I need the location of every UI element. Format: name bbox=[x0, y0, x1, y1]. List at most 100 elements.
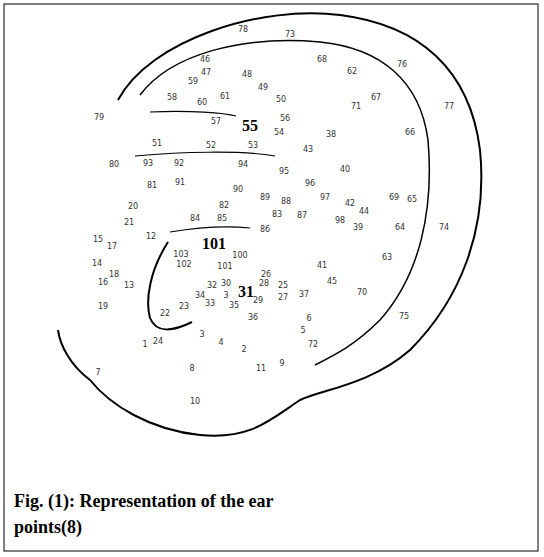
point-number: 61 bbox=[220, 93, 230, 101]
point-number: 100 bbox=[232, 252, 247, 260]
point-number: 66 bbox=[405, 129, 415, 137]
point-number: 102 bbox=[176, 261, 191, 269]
point-number: 39 bbox=[353, 224, 363, 232]
point-number: 62 bbox=[347, 68, 357, 76]
point-number: 101 bbox=[217, 263, 232, 271]
point-number: 76 bbox=[397, 61, 407, 69]
point-number: 29 bbox=[253, 297, 263, 305]
point-number: 53 bbox=[248, 142, 258, 150]
point-number: 94 bbox=[238, 161, 248, 169]
figure-frame bbox=[4, 4, 538, 551]
point-number: 45 bbox=[327, 278, 337, 286]
point-number: 10 bbox=[190, 398, 200, 406]
point-number: 6 bbox=[306, 315, 311, 323]
point-number: 49 bbox=[258, 84, 268, 92]
point-number: 75 bbox=[399, 313, 409, 321]
concha-line bbox=[170, 227, 250, 232]
point-number: 40 bbox=[340, 166, 350, 174]
point-number: 64 bbox=[395, 224, 405, 232]
point-number: 93 bbox=[143, 160, 153, 168]
point-number: 78 bbox=[238, 26, 248, 34]
point-number: 43 bbox=[303, 146, 313, 154]
point-number: 51 bbox=[152, 140, 162, 148]
helix-inner-line bbox=[140, 41, 429, 365]
point-number: 81 bbox=[147, 182, 157, 190]
point-number: 9 bbox=[279, 360, 284, 368]
point-number: 42 bbox=[345, 200, 355, 208]
point-number: 18 bbox=[109, 271, 119, 279]
point-number: 87 bbox=[297, 212, 307, 220]
point-number: 3 bbox=[199, 331, 204, 339]
fossa-line bbox=[150, 111, 236, 116]
point-number: 48 bbox=[242, 71, 252, 79]
point-number: 56 bbox=[280, 115, 290, 123]
point-number: 22 bbox=[160, 310, 170, 318]
point-number: 103 bbox=[173, 251, 188, 259]
point-number: 47 bbox=[201, 69, 211, 77]
concha-outline bbox=[148, 242, 192, 329]
point-number: 46 bbox=[200, 56, 210, 64]
point-number: 44 bbox=[359, 208, 369, 216]
point-number: 98 bbox=[335, 217, 345, 225]
crus-line bbox=[135, 152, 275, 156]
point-number: 52 bbox=[206, 142, 216, 150]
point-number: 12 bbox=[146, 233, 156, 241]
point-number: 30 bbox=[221, 280, 231, 288]
point-number: 33 bbox=[205, 300, 215, 308]
point-number: 14 bbox=[92, 260, 102, 268]
point-number: 50 bbox=[276, 96, 286, 104]
point-number: 34 bbox=[195, 292, 205, 300]
point-number: 38 bbox=[326, 131, 336, 139]
point-number: 60 bbox=[197, 99, 207, 107]
point-number: 13 bbox=[124, 282, 134, 290]
point-number: 79 bbox=[94, 114, 104, 122]
point-number: 58 bbox=[167, 94, 177, 102]
point-number: 89 bbox=[260, 194, 270, 202]
point-number: 15 bbox=[93, 236, 103, 244]
point-number: 27 bbox=[278, 294, 288, 302]
point-number: 68 bbox=[317, 56, 327, 64]
point-number: 71 bbox=[351, 103, 361, 111]
point-number: 3 bbox=[223, 292, 228, 300]
point-number: 91 bbox=[175, 179, 185, 187]
point-number: 19 bbox=[98, 303, 108, 311]
point-number: 72 bbox=[308, 341, 318, 349]
point-number: 88 bbox=[281, 198, 291, 206]
point-number: 59 bbox=[188, 78, 198, 86]
point-number: 70 bbox=[357, 289, 367, 297]
point-number: 77 bbox=[444, 103, 454, 111]
point-number: 82 bbox=[219, 202, 229, 210]
point-number: 31 bbox=[238, 284, 254, 300]
point-number: 20 bbox=[128, 203, 138, 211]
point-number: 28 bbox=[259, 280, 269, 288]
point-number: 4 bbox=[218, 339, 223, 347]
figure-caption: Fig. (1): Representation of the ear poin… bbox=[14, 488, 338, 540]
point-number: 55 bbox=[242, 118, 258, 134]
point-number: 83 bbox=[272, 211, 282, 219]
ear-outline bbox=[58, 13, 481, 435]
point-number: 16 bbox=[98, 279, 108, 287]
point-number: 25 bbox=[278, 282, 288, 290]
point-number: 21 bbox=[124, 219, 134, 227]
point-number: 11 bbox=[256, 365, 266, 373]
point-number: 69 bbox=[389, 194, 399, 202]
point-number: 74 bbox=[439, 224, 449, 232]
point-number: 101 bbox=[202, 236, 226, 252]
point-number: 92 bbox=[174, 160, 184, 168]
point-number: 80 bbox=[109, 161, 119, 169]
point-number: 23 bbox=[179, 303, 189, 311]
point-number: 32 bbox=[207, 282, 217, 290]
point-number: 36 bbox=[248, 314, 258, 322]
point-number: 8 bbox=[189, 365, 194, 373]
point-number: 17 bbox=[107, 243, 117, 251]
point-number: 2 bbox=[241, 346, 246, 354]
point-number: 73 bbox=[285, 31, 295, 39]
point-number: 41 bbox=[317, 262, 327, 270]
point-number: 96 bbox=[305, 180, 315, 188]
point-number: 65 bbox=[407, 196, 417, 204]
point-number: 85 bbox=[217, 215, 227, 223]
point-number: 1 bbox=[142, 341, 147, 349]
point-number: 7 bbox=[95, 369, 100, 377]
point-number: 90 bbox=[233, 186, 243, 194]
